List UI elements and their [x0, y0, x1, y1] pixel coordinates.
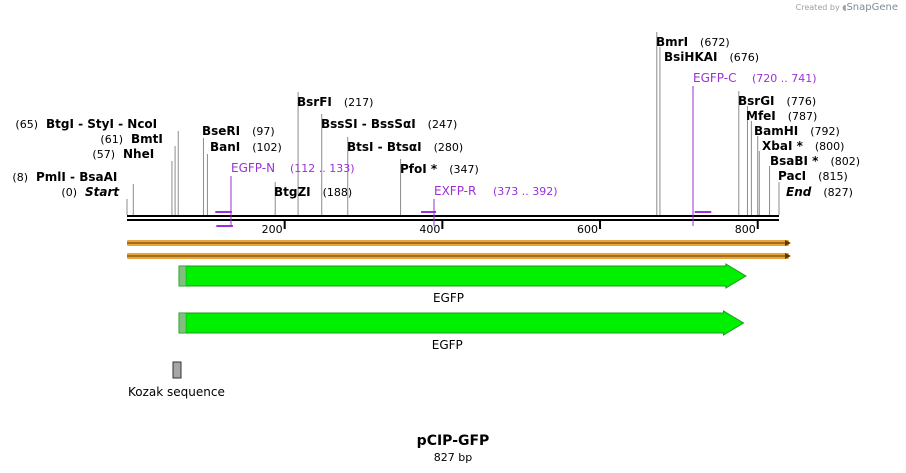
- site-label: BsaBI *: [770, 154, 819, 168]
- site-label: PmlI - BsaAI: [36, 170, 117, 184]
- credit-brand: SnapGene: [846, 2, 898, 13]
- site-label: BsrFI: [297, 95, 332, 109]
- site-label: BmrI: [656, 35, 688, 49]
- primer-range: (720 .. 741): [752, 72, 817, 85]
- site-label: PacI: [778, 169, 806, 183]
- site-position: (280): [434, 141, 464, 154]
- feature-label: EGFP: [433, 291, 464, 305]
- site-position: (57): [92, 148, 115, 161]
- site-position: (792): [810, 125, 840, 138]
- snapgene-credit: Created by ◖SnapGene: [796, 2, 898, 13]
- site-label: BssSI - BssSαI: [321, 117, 416, 131]
- primer-name: EGFP-C: [693, 71, 736, 85]
- site-position: (676): [730, 51, 760, 64]
- site-position: (8): [12, 171, 28, 184]
- site-label: BsiHKAI: [664, 50, 718, 64]
- feature-label: EGFP: [432, 338, 463, 352]
- site-position: (61): [100, 133, 123, 146]
- site-label: BtgI - StyI - NcoI: [46, 117, 157, 131]
- plasmid-size: 827 bp: [433, 451, 473, 464]
- feature-arrow: [178, 263, 747, 289]
- kozak-label: Kozak sequence: [128, 385, 225, 399]
- site-position: (97): [252, 125, 275, 138]
- site-position: (827): [823, 186, 853, 199]
- site-label: BsrGI: [738, 94, 775, 108]
- site-position: (0): [61, 186, 77, 199]
- site-label: BtsI - BtsαI: [347, 140, 422, 154]
- site-label: Start: [85, 185, 120, 199]
- site-position: (217): [344, 96, 374, 109]
- site-position: (787): [788, 110, 818, 123]
- feature-start-marker: [178, 312, 187, 334]
- site-position: (102): [252, 141, 282, 154]
- feature-arrow: [178, 310, 745, 336]
- primer-range: (373 .. 392): [493, 185, 558, 198]
- ruler-tick-label: 200: [262, 223, 283, 236]
- site-position: (347): [449, 163, 479, 176]
- site-label: BtgZI: [274, 185, 311, 199]
- primer-name: EXFP-R: [434, 184, 476, 198]
- plasmid-name: pCIP-GFP: [416, 433, 490, 449]
- primer-range: (112 .. 133): [290, 162, 355, 175]
- site-label: PfoI *: [400, 162, 438, 176]
- site-position: (815): [818, 170, 848, 183]
- site-position: (672): [700, 36, 730, 49]
- site-label: BanI: [210, 140, 240, 154]
- site-label: MfeI: [746, 109, 776, 123]
- ruler-tick-label: 600: [577, 223, 598, 236]
- snapgene-logo-icon: ◖: [842, 3, 847, 12]
- credit-prefix: Created by: [795, 3, 840, 12]
- site-label: End: [786, 185, 812, 199]
- kozak-box: [172, 361, 182, 379]
- site-label: BseRI: [202, 124, 240, 138]
- site-label: NheI: [123, 147, 154, 161]
- ruler-tick-label: 800: [735, 223, 756, 236]
- site-position: (776): [787, 95, 817, 108]
- primer-name: EGFP-N: [231, 161, 275, 175]
- ruler-tick-label: 400: [419, 223, 440, 236]
- site-position: (802): [830, 155, 860, 168]
- site-position: (188): [323, 186, 353, 199]
- orf-arrowhead: [785, 240, 791, 246]
- site-position: (247): [428, 118, 458, 131]
- orf-arrowhead: [785, 253, 791, 259]
- site-label: BmtI: [131, 132, 163, 146]
- site-position: (800): [815, 140, 845, 153]
- site-position: (65): [15, 118, 38, 131]
- feature-start-marker: [178, 265, 187, 287]
- site-label: XbaI *: [762, 139, 804, 153]
- site-label: BamHI: [754, 124, 798, 138]
